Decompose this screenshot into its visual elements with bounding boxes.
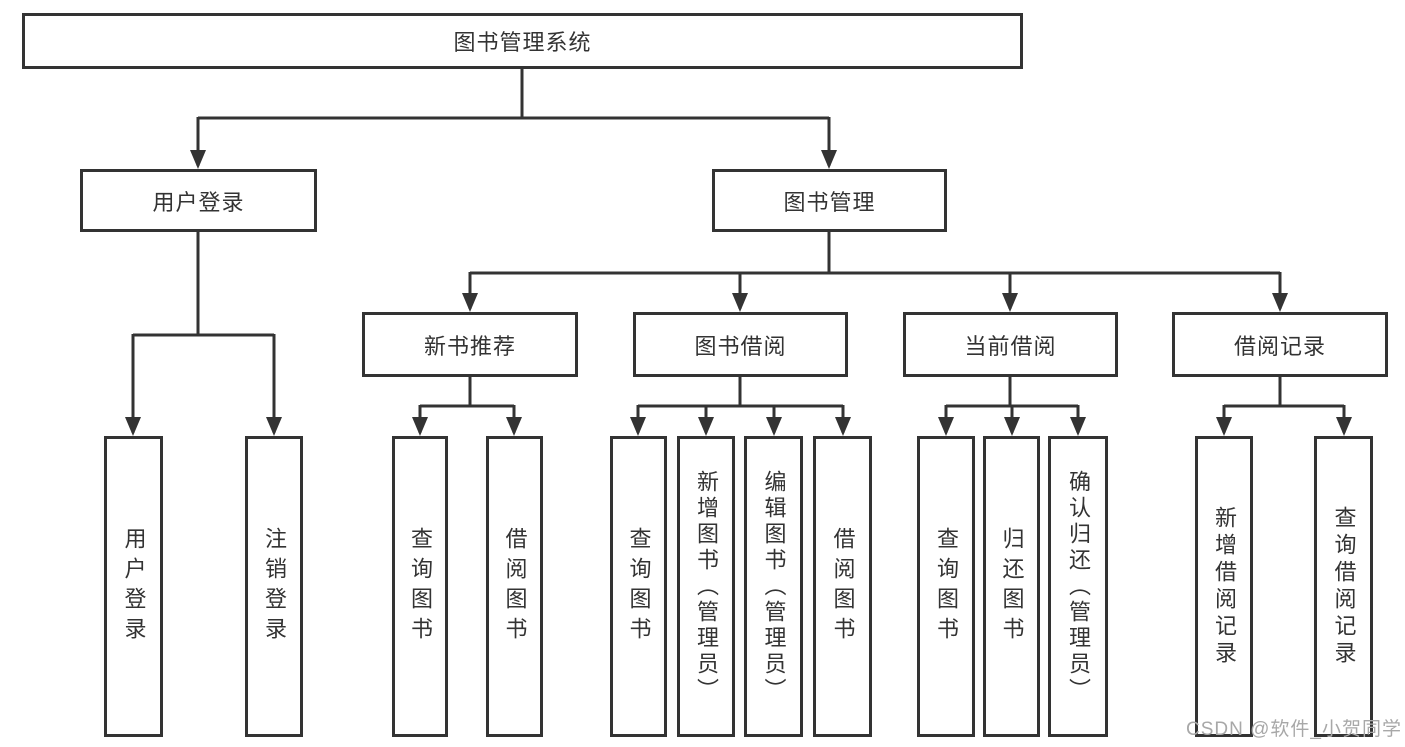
node-library-management-system: 图书管理系统 xyxy=(22,13,1023,69)
leaf-current-confirm-return-admin: 确认归还（管理员） xyxy=(1048,436,1108,737)
node-current-borrowing: 当前借阅 xyxy=(903,312,1118,377)
leaf-user-login: 用户登录 xyxy=(104,436,163,737)
arrowheads xyxy=(125,150,1352,436)
node-book-borrowing: 图书借阅 xyxy=(633,312,848,377)
node-new-book-recommendation: 新书推荐 xyxy=(362,312,578,377)
leaf-borrowing-edit-books-admin: 编辑图书（管理员） xyxy=(744,436,803,737)
leaf-current-query-books: 查询图书 xyxy=(917,436,975,737)
connector-newbooks-to-leaves xyxy=(418,377,516,433)
node-user-login: 用户登录 xyxy=(80,169,317,232)
leaf-records-query-borrow-record: 查询借阅记录 xyxy=(1314,436,1373,737)
leaf-borrowing-borrow-books: 借阅图书 xyxy=(813,436,872,737)
node-borrowing-records: 借阅记录 xyxy=(1172,312,1388,377)
leaf-newbooks-borrow-books: 借阅图书 xyxy=(486,436,543,737)
node-book-management: 图书管理 xyxy=(712,169,947,232)
connector-userlogin-to-leaves xyxy=(131,232,276,433)
connector-bookmgmt-to-level3 xyxy=(468,232,1282,309)
csdn-watermark: CSDN @软件_小贺同学 xyxy=(1186,719,1402,740)
leaf-records-add-borrow-record: 新增借阅记录 xyxy=(1195,436,1253,737)
leaf-logout: 注销登录 xyxy=(245,436,303,737)
connector-records-to-leaves xyxy=(1222,377,1346,433)
leaf-borrowing-query-books: 查询图书 xyxy=(610,436,667,737)
connector-root-to-level2 xyxy=(196,69,831,166)
connector-bookborrow-to-leaves xyxy=(636,377,845,433)
leaf-newbooks-query-books: 查询图书 xyxy=(392,436,448,737)
leaf-current-return-books: 归还图书 xyxy=(983,436,1040,737)
leaf-borrowing-add-books-admin: 新增图书（管理员） xyxy=(677,436,735,737)
